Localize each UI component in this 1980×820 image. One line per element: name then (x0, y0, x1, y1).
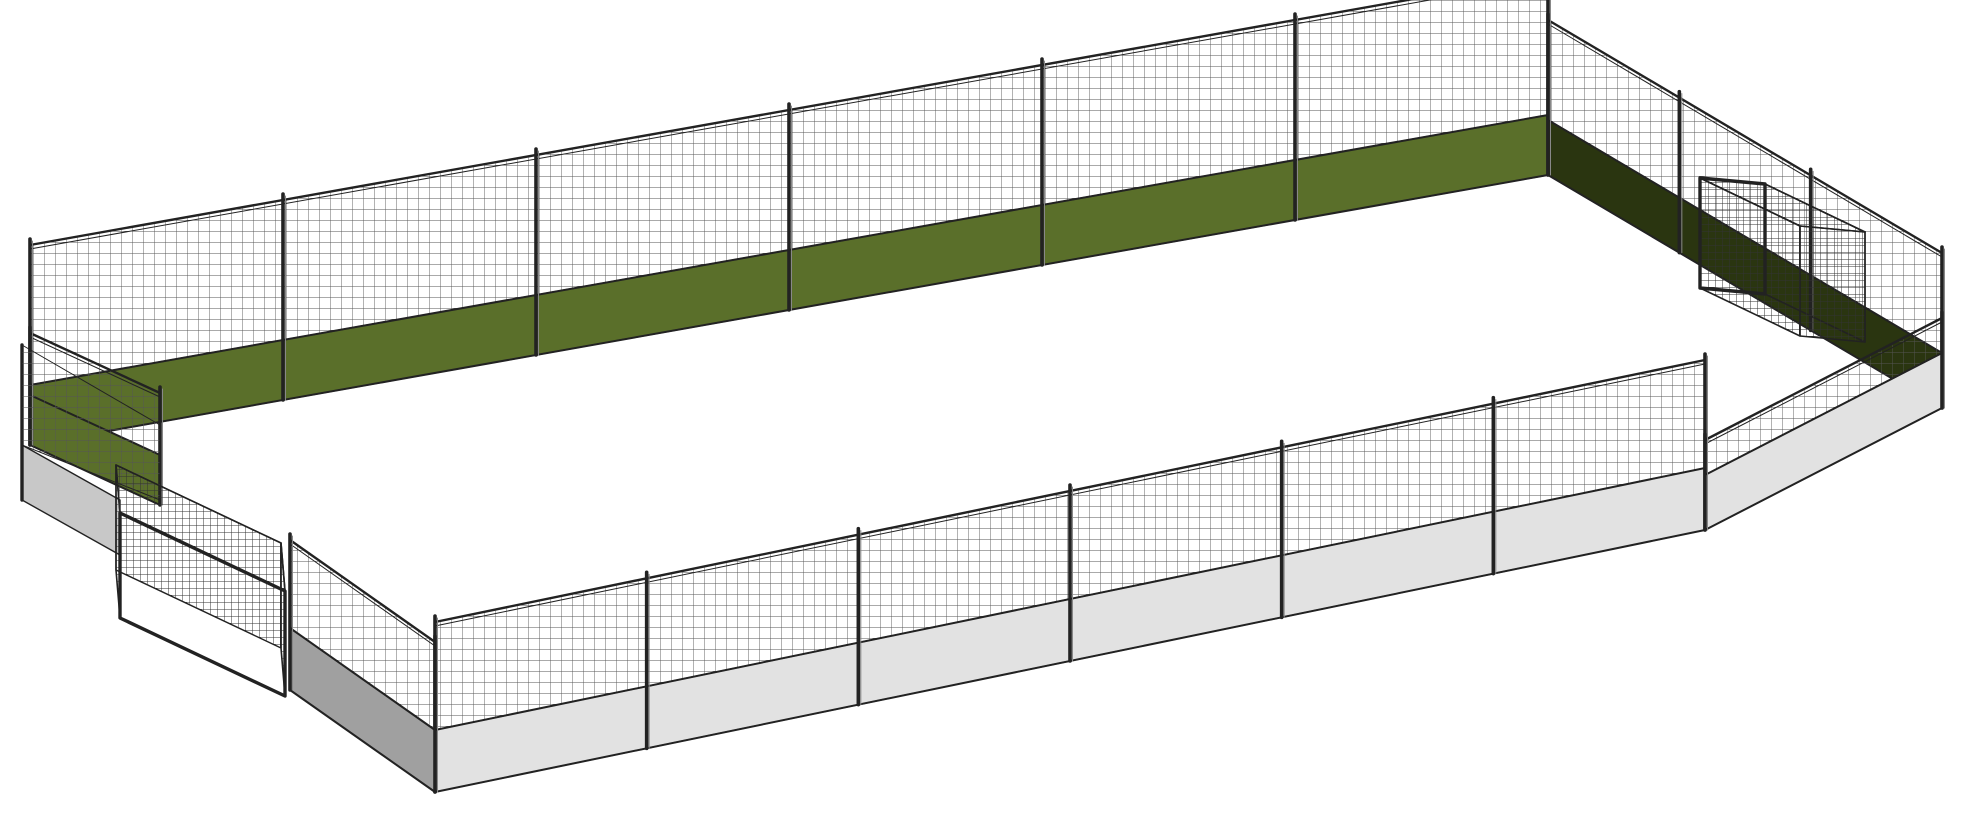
goal-back-net (1799, 225, 1866, 343)
top-rail (28, 331, 162, 395)
top-rail (1546, 18, 1944, 255)
board-edge (289, 627, 436, 731)
back-fence-wall (28, 0, 1551, 447)
top-rail-inner (1547, 23, 1943, 258)
top-rail-inner (1704, 321, 1943, 445)
front-left-fence-wall (20, 343, 438, 794)
top-rail-inner (289, 543, 436, 647)
goal-cage-left (115, 464, 287, 698)
bottom-edge (1704, 407, 1943, 531)
goal-frame (118, 511, 287, 698)
goal-frame (1698, 176, 1767, 296)
bottom-edge (289, 689, 436, 793)
goal-cage-right (1698, 176, 1866, 343)
top-rail (1703, 316, 1944, 442)
board-edge (1704, 352, 1943, 476)
front-fence-wall (433, 310, 1945, 794)
goal-back-net (115, 464, 282, 649)
top-rail (288, 538, 437, 644)
top-rail-inner (29, 336, 161, 398)
